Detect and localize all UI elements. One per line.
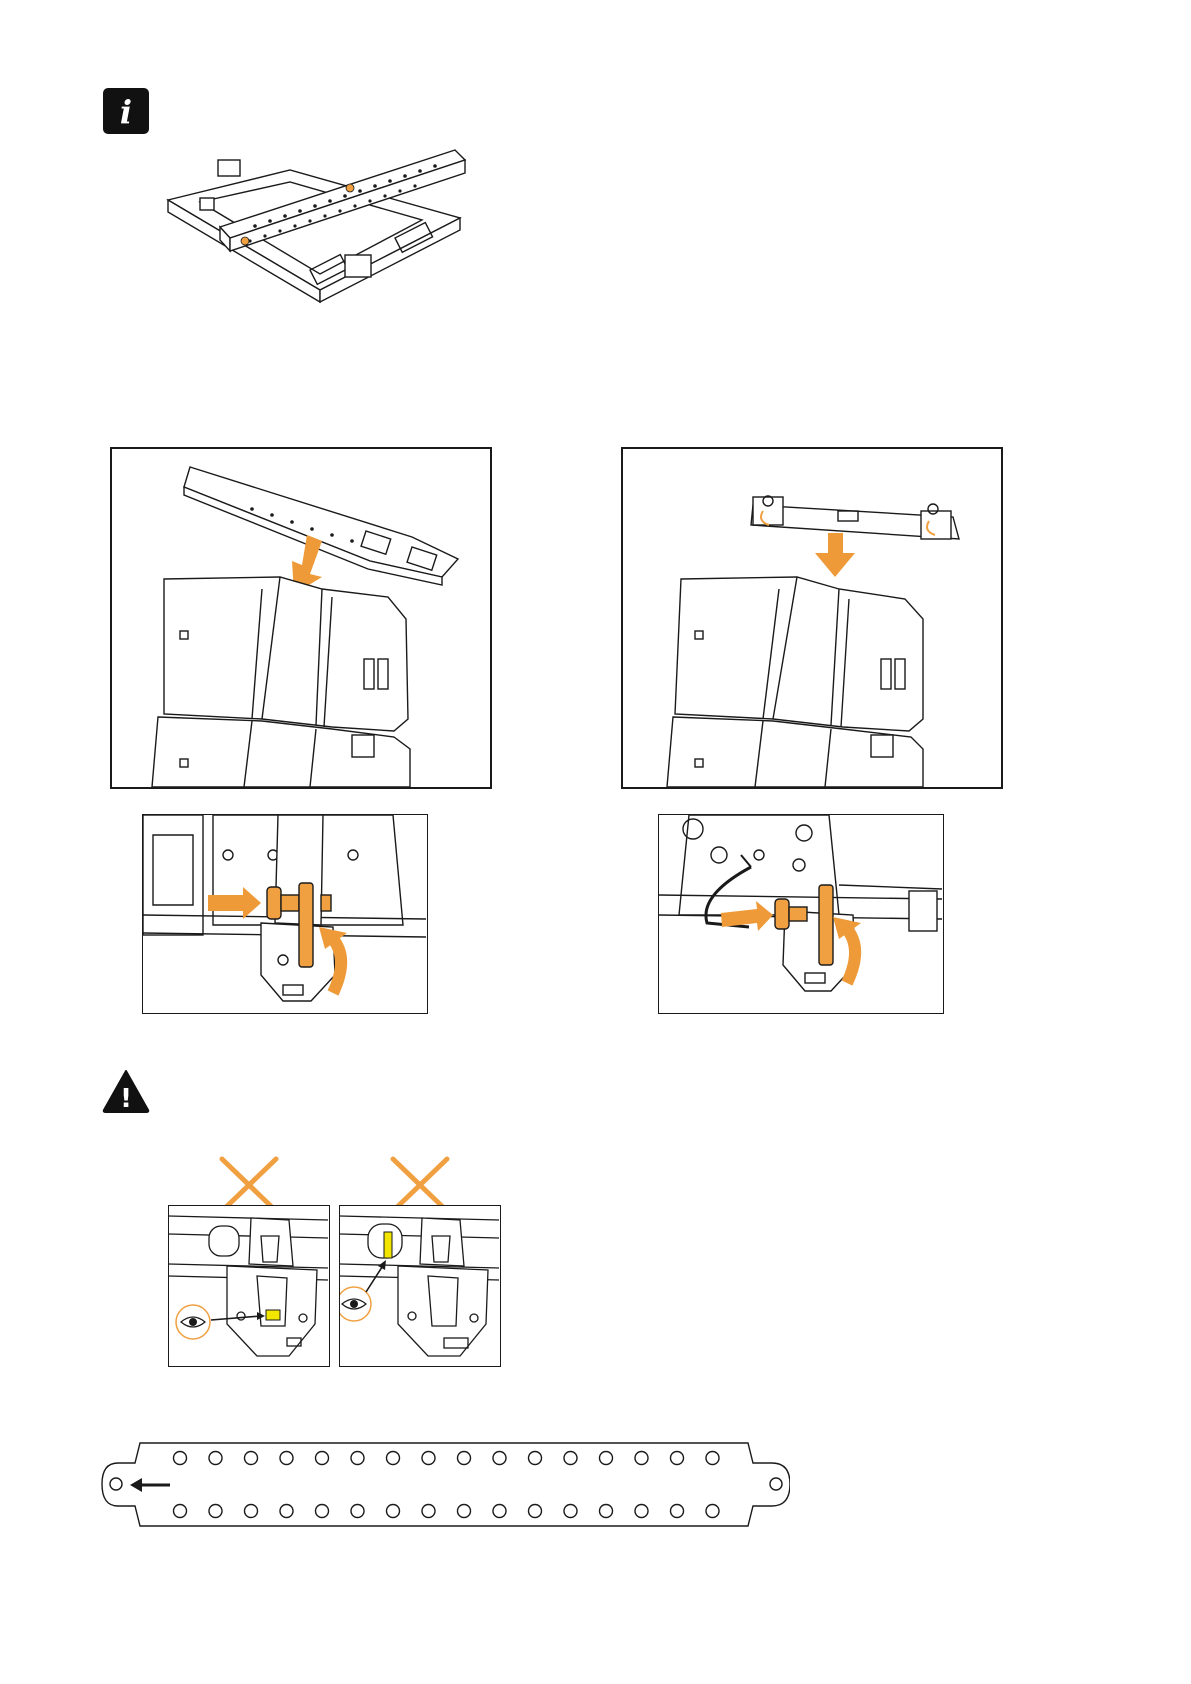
warning-icon: ! [102, 1069, 150, 1113]
incorrect-lock-a [168, 1205, 330, 1367]
info-icon-glyph: i [120, 93, 132, 131]
info-icon: i [103, 88, 149, 134]
frame-mounting-right [621, 447, 1003, 789]
pin-detail-right [658, 814, 944, 1014]
incorrect-lock-b [339, 1205, 501, 1367]
rigging-frame-overview [160, 140, 470, 315]
frame-mounting-left [110, 447, 492, 789]
rigging-bar-diagram [100, 1440, 790, 1532]
pin-detail-left [142, 814, 428, 1014]
warning-icon-glyph: ! [120, 1084, 132, 1113]
